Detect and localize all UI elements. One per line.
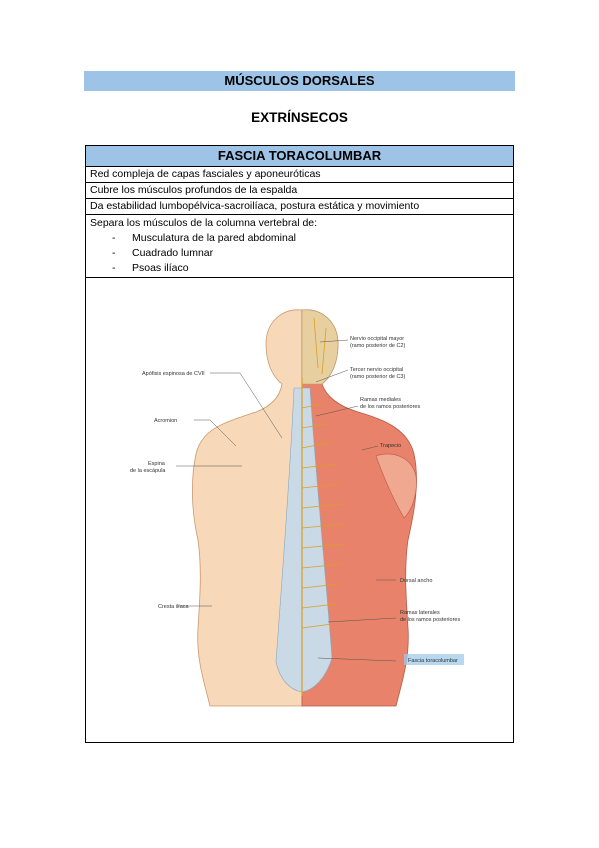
label-dorsal-ancho: Dorsal ancho: [400, 578, 432, 584]
label-trapecio: Trapecio: [380, 443, 401, 449]
fascia-table: FASCIA TORACOLUMBAR Red compleja de capa…: [85, 145, 514, 743]
table-row: Cubre los músculos profundos de la espal…: [86, 183, 513, 199]
label-fascia-toracolumbar: Fascia toracolumbar: [408, 658, 458, 664]
list-item: - Cuadrado lumnar: [112, 246, 513, 261]
fascia-label-highlight: [404, 654, 464, 665]
label-cresta: Cresta ilíaca: [158, 604, 190, 610]
list-intro: Separa los músculos de la columna verteb…: [90, 217, 318, 229]
separation-list: - Musculatura de la pared abdominal - Cuad…: [90, 231, 513, 276]
list-dash: -: [112, 262, 116, 274]
back-anatomy-illustration: Apófisis espinosa de CVII Acromion Espin…: [130, 309, 464, 707]
label-nervio-occipital-1: Nervio occipital mayor: [350, 336, 404, 342]
label-nervio-occipital-2: (ramo posterior de C2): [350, 343, 405, 349]
skull: [301, 309, 339, 385]
label-ramas-mediales-2: de los ramos posteriores: [360, 404, 420, 410]
label-ramas-laterales-2: de los ramos posteriores: [400, 617, 460, 623]
label-espina-2: de la escápula: [130, 468, 166, 474]
label-acromion: Acromion: [154, 418, 177, 424]
label-tercer-nervio-2: (ramo posterior de C3): [350, 374, 405, 380]
deltoid: [375, 453, 417, 519]
label-ramas-laterales-1: Ramas laterales: [400, 610, 440, 616]
table-row: Red compleja de capas fasciales y aponeu…: [86, 167, 513, 183]
list-item-text: Psoas ilíaco: [132, 262, 189, 274]
label-tercer-nervio-1: Tercer nervio occipital: [350, 367, 403, 373]
table-row: Da estabilidad lumbopélvica-sacroilíaca,…: [86, 199, 513, 215]
page-title: MÚSCULOS DORSALES: [84, 71, 515, 91]
anatomy-figure: Apófisis espinosa de CVII Acromion Espin…: [86, 278, 513, 748]
list-item: - Psoas ilíaco: [112, 261, 513, 276]
label-espina-1: Espina: [148, 461, 166, 467]
nerve-branches: [301, 317, 345, 629]
section-subtitle: EXTRÍNSECOS: [251, 110, 348, 125]
list-item-text: Musculatura de la pared abdominal: [132, 232, 297, 244]
table-row-list: Separa los músculos de la columna verteb…: [86, 215, 513, 278]
table-header: FASCIA TORACOLUMBAR: [86, 146, 513, 167]
list-dash: -: [112, 232, 116, 244]
label-ramas-mediales-1: Ramas mediales: [360, 397, 401, 403]
list-item-text: Cuadrado lumnar: [132, 247, 214, 259]
skin-half: [191, 309, 303, 707]
list-dash: -: [112, 247, 116, 259]
label-apofisis: Apófisis espinosa de CVII: [142, 371, 205, 377]
list-item: - Musculatura de la pared abdominal: [112, 231, 513, 246]
